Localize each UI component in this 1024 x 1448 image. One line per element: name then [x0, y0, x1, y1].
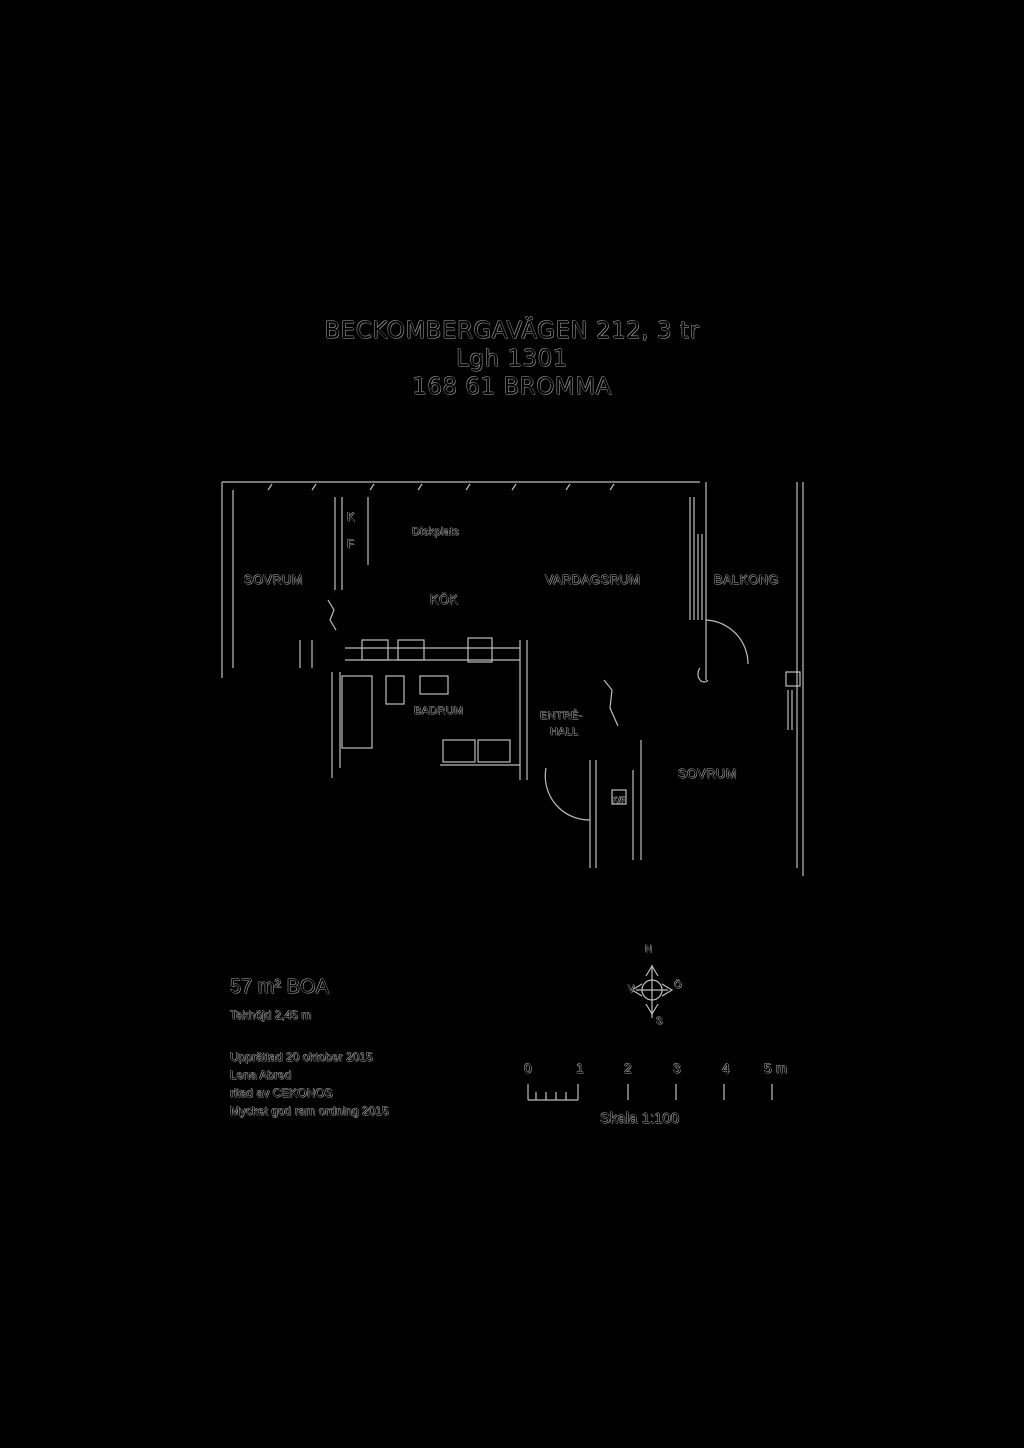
area-headline: 57 m² BOA: [230, 976, 329, 998]
room-label-sovrum-2: SOVRUM: [678, 766, 737, 781]
walls: [221, 481, 804, 876]
compass-e: Ö: [674, 980, 682, 991]
note-line: Upprättad 20 oktober 2015: [230, 1050, 373, 1064]
scale-tick-label: 1: [576, 1060, 584, 1076]
compass-s: S: [656, 1016, 663, 1027]
scale-tick-label: 5 m: [764, 1060, 788, 1076]
room-label-vardagsrum: VARDAGSRUM: [545, 572, 641, 587]
fixture-label: K/F: [612, 795, 627, 805]
fixture-label: F: [347, 537, 355, 551]
room-label-diskplats: Diskplats: [412, 526, 460, 538]
note-line: Mycket god ram ordning 2015: [230, 1104, 389, 1118]
scale-tick-label: 3: [673, 1060, 681, 1076]
room-label-badrum: BADRUM: [414, 705, 464, 717]
scale-tick-label: 0: [524, 1060, 532, 1076]
compass-n: N: [645, 944, 653, 955]
note-line: ritad av CEKONOS: [230, 1086, 333, 1100]
scale-label: Skala 1:100: [600, 1110, 680, 1127]
scale-tick-label: 2: [624, 1060, 632, 1076]
room-label-balkong: BALKONG: [714, 572, 779, 587]
ceiling-height: Takhöjd 2,45 m: [230, 1008, 312, 1022]
address-title: BECKOMBERGAVÄGEN 212, 3 tr: [324, 318, 700, 344]
compass-w: V: [628, 984, 635, 995]
apartment-number: Lgh 1301: [456, 346, 568, 372]
room-label-kok: KÖK: [430, 592, 459, 607]
room-label-sovrum: SOVRUM: [244, 572, 303, 587]
scale-tick-label: 4: [722, 1060, 730, 1076]
fixture-label: K: [347, 510, 356, 524]
room-label-entre-hall: HALL: [550, 726, 579, 738]
room-label-entre: ENTRÉ-: [540, 710, 583, 722]
note-line: Lena Abred: [230, 1068, 292, 1082]
postal-address: 168 61 BROMMA: [412, 374, 612, 400]
